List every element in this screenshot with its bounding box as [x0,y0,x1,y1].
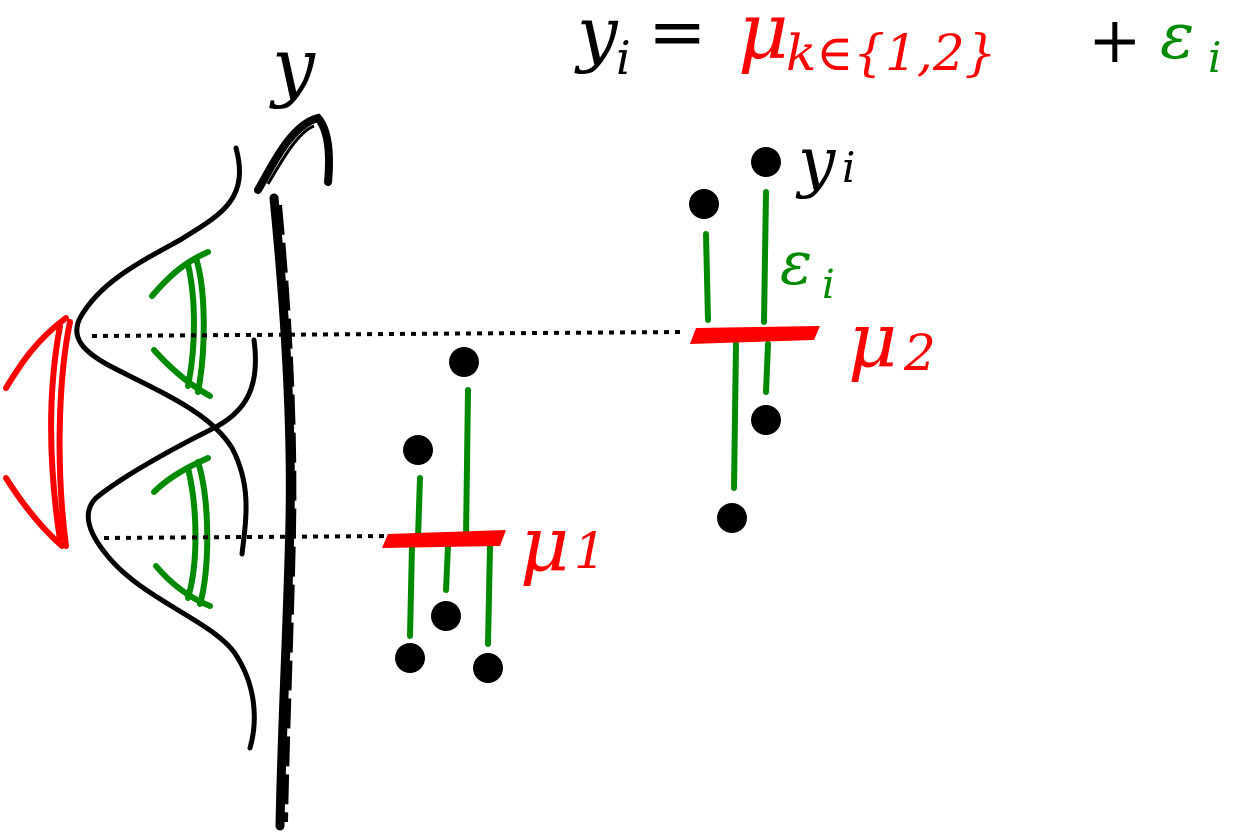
equation-mu-subscript: k∈{1,2} [786,24,996,82]
green-bracket-lower-inner2 [185,465,199,601]
mu1-guide [103,534,393,540]
equation-mu: μ [738,0,789,77]
green-bracket-upper-outer [149,249,213,399]
equation-lhs: y [574,0,619,75]
mu2-label: μ [848,295,897,384]
density-curves [74,145,258,751]
green-bracket-upper-inner [193,255,207,395]
y-axis: y [254,21,333,831]
equation-epsilon-subscript: i [1208,33,1221,82]
data-point [473,653,503,683]
error-line [407,543,415,639]
mu2-mean-bar [690,326,820,344]
green-bracket-lower-outer [151,455,213,609]
error-line [703,231,711,323]
error-line [731,341,739,491]
equation-equals: = [648,0,707,73]
data-point [449,347,479,377]
error-line [485,543,493,647]
red-bracket-inner [56,319,73,549]
mean-guides [91,330,687,540]
data-point [717,503,747,533]
green-bracket-upper-inner2 [185,261,197,389]
y-axis-line-dash [278,204,297,823]
mu1-mean-bar [382,530,506,548]
data-point [403,435,433,465]
data-point [751,147,781,177]
mean-spread-bracket [3,315,73,549]
group-2: y i ε i μ 2 [689,123,936,533]
y-axis-arrowhead [254,113,333,194]
error-line [763,341,771,395]
error-line [443,543,451,593]
y-axis-arrowhead-inner [266,124,315,185]
error-line [415,475,423,541]
equation-plus: + [1088,4,1142,78]
epsilon-label: ε [780,229,812,299]
epsilon-subscript: i [822,262,835,308]
error-line [761,189,769,325]
equation-epsilon: ε [1160,0,1194,74]
density-curve-lower [85,337,258,751]
mu1-label: μ [520,499,569,588]
model-equation: y i = μ k∈{1,2} + ε i [574,0,1221,85]
density-curve-upper [74,145,249,557]
data-point [689,189,719,219]
error-spread-brackets [149,249,213,609]
error-line [463,387,471,541]
group-1: μ 1 [382,347,606,683]
equation-lhs-subscript: i [616,31,631,85]
green-bracket-lower-inner [195,459,211,607]
mu2-guide [91,330,687,338]
y-axis-line [269,193,295,831]
mu2-subscript: 2 [903,324,936,382]
data-point [395,643,425,673]
yi-label: y [795,123,836,200]
yi-subscript: i [842,143,855,192]
red-bracket-inner2 [48,323,63,543]
data-point [431,601,461,631]
y-axis-label: y [269,21,316,110]
mu1-subscript: 1 [574,522,606,580]
data-point [751,405,781,435]
